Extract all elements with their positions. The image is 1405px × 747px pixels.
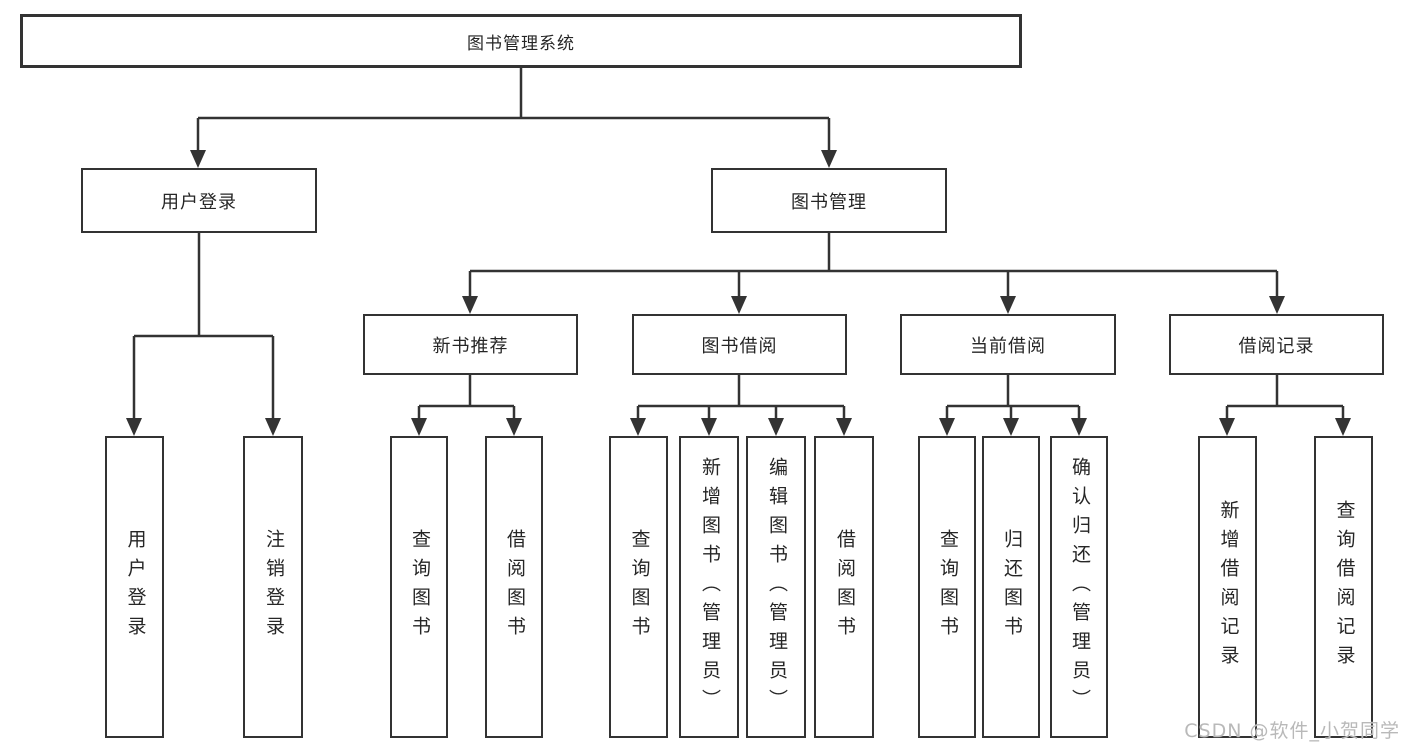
node-book-borrowing-label: 图书借阅 [701,335,778,357]
leaf-br-add-borrow-record: 新增借阅记录 [1198,436,1257,738]
node-current-borrowing: 当前借阅 [900,314,1116,375]
leaf-cb-confirm-return-admin-label: 确认归还（管理员） [1068,456,1091,718]
csdn-watermark: CSDN @软件_小贺同学 [1184,720,1400,742]
leaf-bb-query-books: 查询图书 [609,436,668,738]
leaf-bb-edit-books-admin: 编辑图书（管理员） [746,436,806,738]
leaf-logout-login-label: 注销登录 [262,529,285,645]
node-borrowing-records-label: 借阅记录 [1238,335,1315,357]
leaf-cb-confirm-return-admin: 确认归还（管理员） [1050,436,1108,738]
node-book-management: 图书管理 [711,168,947,233]
node-library-system-label: 图书管理系统 [467,33,575,54]
leaf-bb-add-books-admin-label: 新增图书（管理员） [698,456,721,718]
node-book-borrowing: 图书借阅 [632,314,847,375]
leaf-br-add-borrow-record-label: 新增借阅记录 [1217,500,1240,674]
leaf-bb-add-books-admin: 新增图书（管理员） [679,436,739,738]
leaf-nbr-query-books: 查询图书 [390,436,448,738]
leaf-cb-return-books-label: 归还图书 [1000,529,1023,645]
leaf-bb-borrow-books-label: 借阅图书 [833,529,856,645]
node-library-system: 图书管理系统 [20,14,1022,68]
node-user-login-label: 用户登录 [161,191,237,213]
leaf-br-query-borrow-record: 查询借阅记录 [1314,436,1373,738]
node-user-login: 用户登录 [81,168,317,233]
leaf-cb-query-books: 查询图书 [918,436,976,738]
node-book-management-label: 图书管理 [791,191,867,213]
leaf-cb-return-books: 归还图书 [982,436,1040,738]
leaf-bb-query-books-label: 查询图书 [628,529,651,645]
node-new-book-recommend: 新书推荐 [363,314,578,375]
leaf-nbr-borrow-books-label: 借阅图书 [503,529,526,645]
node-borrowing-records: 借阅记录 [1169,314,1384,375]
leaf-br-query-borrow-record-label: 查询借阅记录 [1333,500,1356,674]
leaf-user-login: 用户登录 [105,436,164,738]
node-current-borrowing-label: 当前借阅 [970,335,1046,357]
leaf-cb-query-books-label: 查询图书 [936,529,959,645]
leaf-nbr-query-books-label: 查询图书 [408,529,431,645]
node-new-book-recommend-label: 新书推荐 [432,335,509,357]
leaf-bb-borrow-books: 借阅图书 [814,436,874,738]
leaf-user-login-label: 用户登录 [124,529,147,645]
leaf-bb-edit-books-admin-label: 编辑图书（管理员） [765,456,788,718]
leaf-logout-login: 注销登录 [243,436,303,738]
leaf-nbr-borrow-books: 借阅图书 [485,436,543,738]
